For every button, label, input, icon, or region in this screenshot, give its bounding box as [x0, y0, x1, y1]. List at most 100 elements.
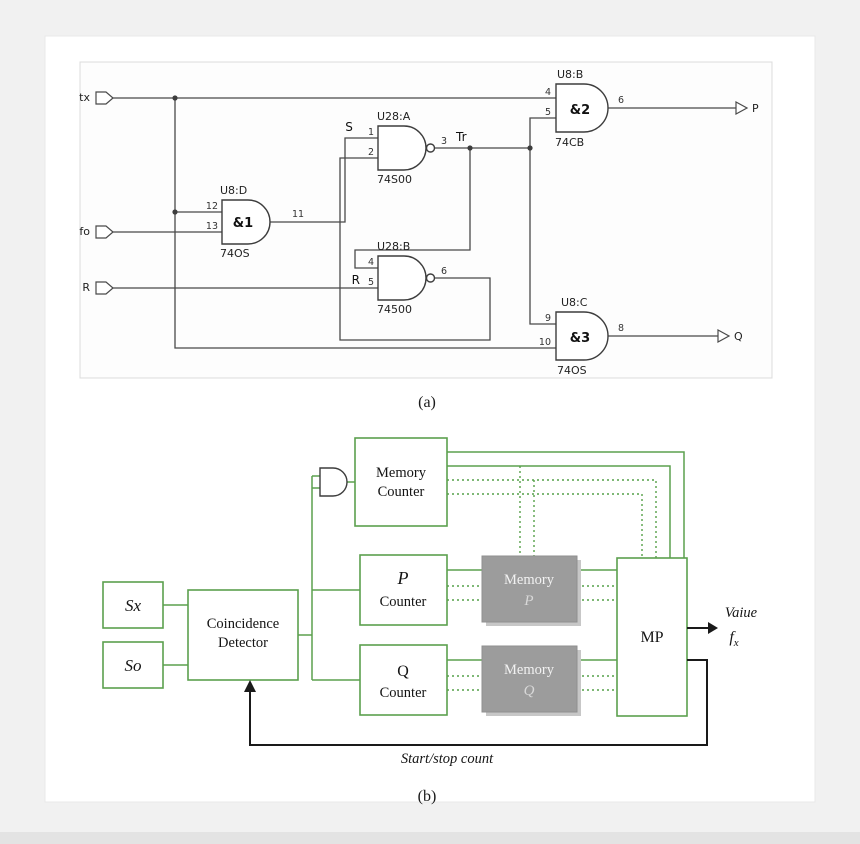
- wire-s-path: [270, 137, 378, 223]
- nand-gate-body: [377, 125, 427, 171]
- and-gate-body: [221, 199, 271, 245]
- wire-tx-branch-bottom: [174, 98, 556, 349]
- port-tx-symbol: [95, 91, 114, 105]
- memory-q-label-line1: Memory: [504, 662, 555, 678]
- gate-u28a: U28:A 74S00 1 2 3: [368, 110, 447, 186]
- pin-number: 2: [368, 147, 374, 158]
- block-diagram-b: Sx So Coincidence Detector Memory Counte…: [102, 437, 758, 767]
- so-block: [102, 641, 164, 689]
- pin-number: 9: [545, 313, 551, 324]
- bottom-strip: [0, 832, 860, 844]
- gate-name: U8:C: [561, 296, 588, 309]
- pin-number: 12: [206, 201, 218, 212]
- memory-q-block: [481, 645, 578, 713]
- memory-q-label-line2: Q: [524, 683, 535, 699]
- pin-number: 6: [618, 95, 624, 106]
- bus-memcounter-mp-dotted-1: [447, 479, 657, 558]
- coincidence-detector-block: [187, 589, 299, 681]
- port-q-label: Q: [734, 330, 743, 343]
- gate-name: U8:D: [220, 184, 247, 197]
- mp-label: MP: [640, 629, 663, 646]
- gate-name: U8:B: [557, 68, 583, 81]
- bus-memcounter-memp-dotted: [519, 466, 535, 556]
- caption-b: (b): [418, 788, 437, 805]
- junction-dot: [527, 145, 533, 151]
- memory-counter-label-line2: Counter: [378, 484, 425, 500]
- pin-number: 11: [292, 209, 304, 220]
- output-value-label: Vaiue: [725, 605, 758, 621]
- gate-inner-label: &2: [570, 103, 590, 118]
- wire-feedback-a: [354, 148, 471, 269]
- port-fo-label: fo: [79, 225, 90, 238]
- net-r-label: R: [352, 273, 360, 287]
- bus-memp-mp-dotted: [577, 585, 617, 601]
- mp-output-arrowhead: [708, 622, 718, 634]
- inverter-bubble: [425, 273, 436, 283]
- memory-counter-label-line1: Memory: [376, 465, 427, 481]
- port-tx-label: tx: [79, 91, 90, 104]
- q-counter-block: [359, 644, 448, 716]
- p-counter-block: [359, 554, 448, 626]
- pin-number: 6: [441, 266, 447, 277]
- pin-number: 3: [441, 136, 447, 147]
- wire-feedback-b: [339, 157, 491, 341]
- gate-u8c: &3 U8:C 74OS 9 10 8: [539, 296, 624, 377]
- gate-part-number: 74OS: [557, 364, 587, 377]
- fx-symbol: f: [729, 629, 736, 646]
- so-label: So: [125, 656, 142, 675]
- mp-block: [616, 557, 688, 717]
- junction-dot: [172, 209, 178, 215]
- gate-inner-label: &1: [233, 216, 253, 231]
- bus-memcounter-mp-1: [447, 451, 685, 558]
- nand-gate-body: [377, 255, 427, 301]
- pin-number: 5: [368, 277, 374, 288]
- feedback-line: [249, 659, 708, 746]
- q-counter-label-line1: Q: [397, 663, 409, 680]
- caption-a: (a): [418, 394, 436, 411]
- p-counter-label-line1: P: [397, 568, 409, 588]
- fx-subscript: x: [733, 637, 739, 649]
- gate-name: U28:A: [377, 110, 411, 123]
- memory-p-label-line2: P: [523, 593, 533, 609]
- bus-memcounter-mp-dotted-2: [447, 493, 643, 558]
- memory-counter-block: [354, 437, 448, 527]
- gate-part-number: 74OS: [220, 247, 250, 260]
- port-p-label: P: [752, 102, 759, 115]
- gate-part-number: 74500: [377, 303, 412, 316]
- junction-dot: [172, 95, 178, 101]
- gate-u8b: &2 U8:B 74CB 4 5 6: [545, 68, 624, 149]
- pin-number: 10: [539, 337, 551, 348]
- port-r-symbol: [95, 281, 114, 295]
- junction-dot: [467, 145, 473, 151]
- schematic-frame: [79, 61, 773, 379]
- gating-and-gate: [319, 467, 348, 497]
- bus-memq-mp-dotted: [577, 675, 617, 691]
- bus-pcounter-memp-dotted: [447, 585, 482, 601]
- feedback-arrowhead: [244, 680, 256, 692]
- and-gate-body: [555, 311, 609, 361]
- q-counter-label-line2: Counter: [380, 685, 427, 701]
- conn-gate-inputs: [312, 475, 320, 489]
- port-fo-symbol: [95, 225, 114, 239]
- memory-p-label-line1: Memory: [504, 572, 555, 588]
- gate-u28b: U28:B 74500 4 5 6: [368, 240, 447, 316]
- net-s-label: S: [345, 120, 353, 134]
- pin-number: 13: [206, 221, 218, 232]
- sx-label: Sx: [125, 596, 142, 615]
- and-gate-body: [555, 83, 609, 133]
- port-r-label: R: [82, 281, 90, 294]
- pin-number: 4: [368, 257, 374, 268]
- gate-inner-label: &3: [570, 331, 590, 346]
- schematic-a: tx fo R P Q S Tr R &1 U8:D 74OS 12 13 11…: [79, 61, 773, 379]
- pin-number: 5: [545, 107, 551, 118]
- coincidence-label-line1: Coincidence: [207, 616, 279, 632]
- gate-name: U28:B: [377, 240, 410, 253]
- gate-part-number: 74CB: [555, 136, 584, 149]
- memory-p-block: [481, 555, 578, 623]
- coincidence-label-line2: Detector: [218, 635, 268, 651]
- pin-number: 4: [545, 87, 551, 98]
- p-counter-label-line2: Counter: [380, 594, 427, 610]
- sx-block: [102, 581, 164, 629]
- net-tr-label: Tr: [455, 130, 467, 144]
